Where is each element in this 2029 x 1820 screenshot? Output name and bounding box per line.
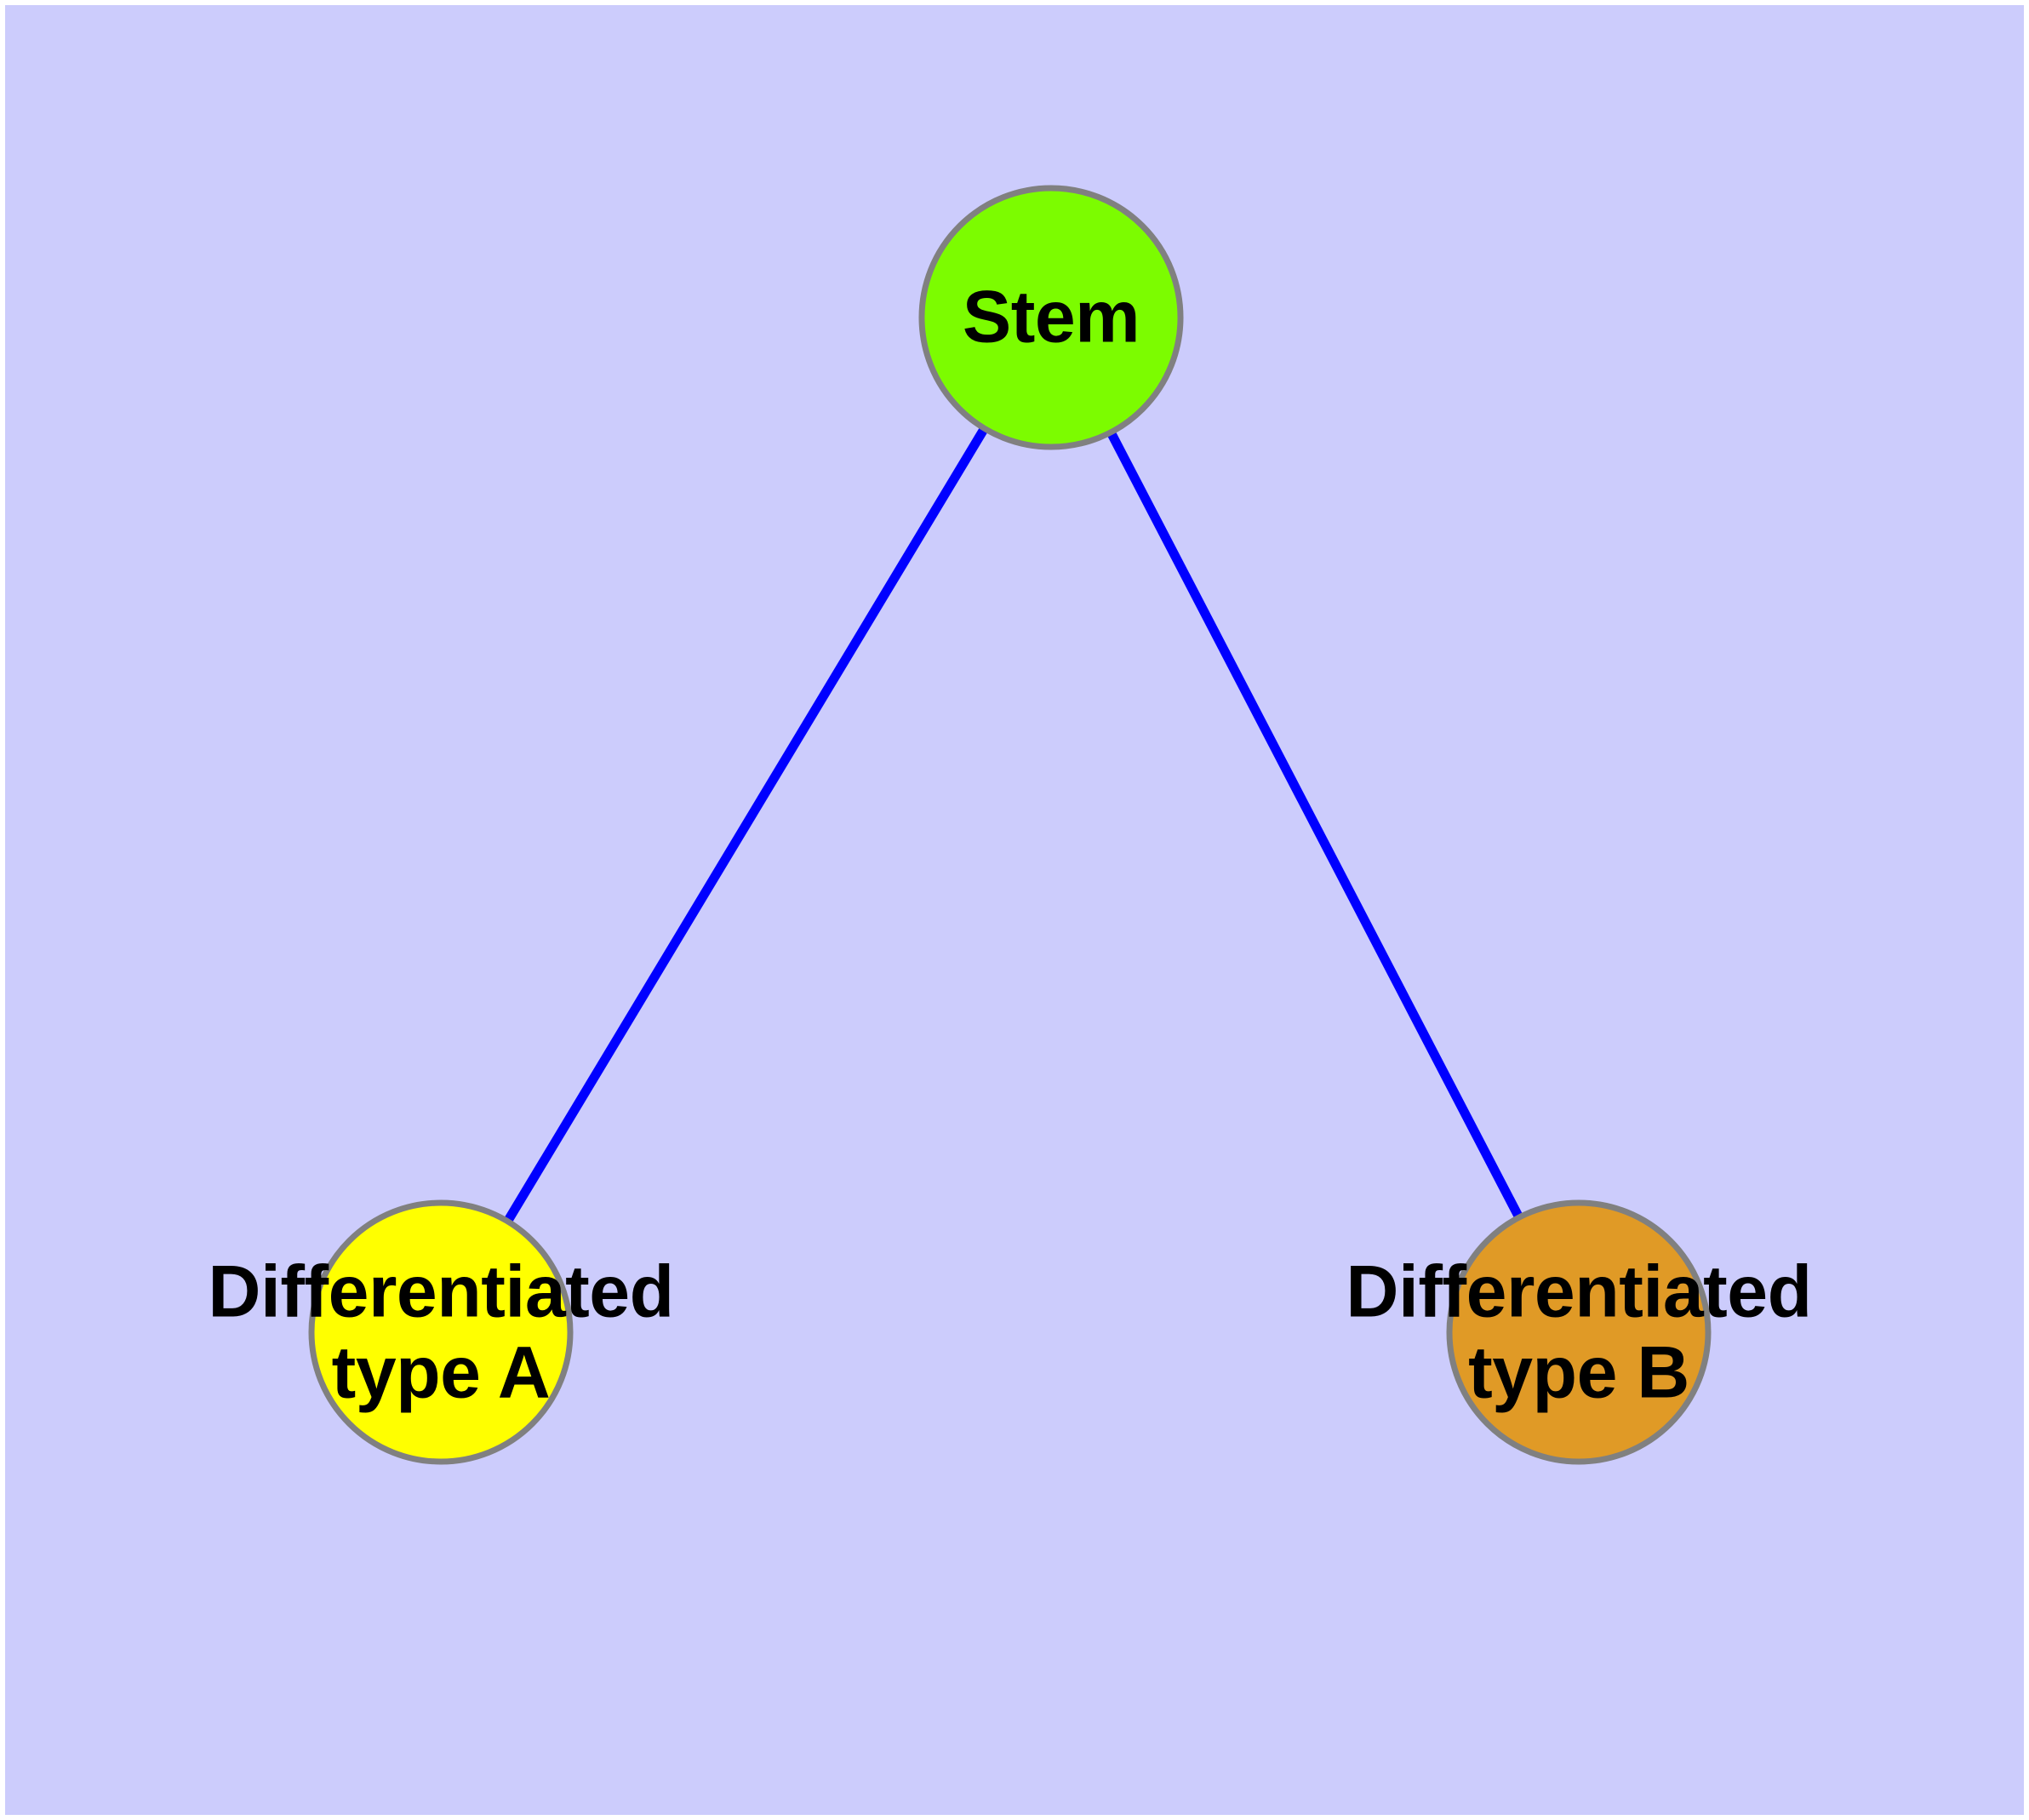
graph-node-stem[interactable]: [918, 185, 1184, 450]
edges-layer: [501, 422, 1525, 1228]
edge-stem-diff-b: [1105, 426, 1525, 1223]
nodes-layer: [308, 185, 1712, 1465]
graph-node-diff_a[interactable]: [308, 1199, 574, 1465]
graph-node-diff_b[interactable]: [1446, 1199, 1712, 1465]
edge-stem-diff-a: [501, 422, 991, 1228]
